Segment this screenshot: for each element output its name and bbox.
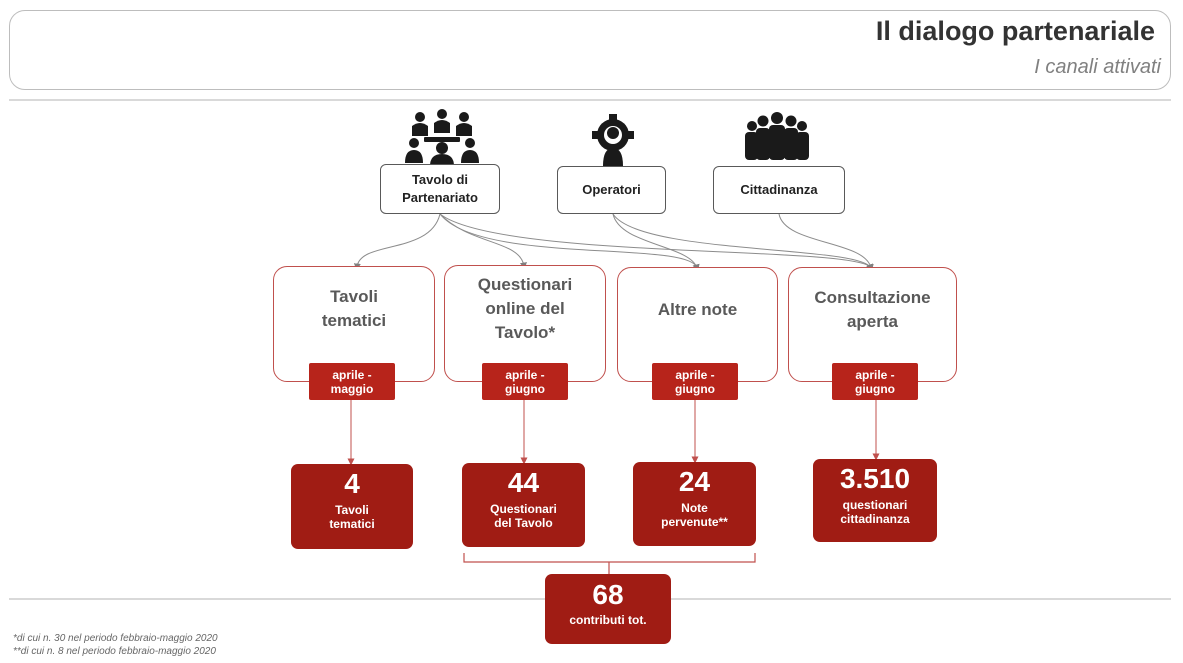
result-cittadinanza: 3.510 questionari cittadinanza (813, 459, 937, 542)
channel-altre-note: Altre note (617, 267, 778, 382)
header-divider (9, 99, 1171, 101)
result-tavoli: 4 Tavoli tematici (291, 464, 413, 549)
period-badge-consultazione: aprile - giugno (832, 363, 918, 400)
total-label: contributi tot. (569, 613, 647, 627)
result-questionari-label: Questionari del Tavolo (490, 502, 557, 530)
crowd-icon (745, 112, 809, 160)
period-badge-questionari: aprile - giugno (482, 363, 568, 400)
meeting-people-icon (405, 109, 479, 166)
total-bracket (463, 553, 756, 574)
connector-operatori-consultazione (612, 213, 873, 272)
period-tavoli-label: aprile - maggio (330, 367, 374, 396)
operator-gear-icon (592, 114, 634, 166)
channel-consultazione: Consultazione aperta (788, 267, 957, 382)
result-note-label: Note pervenute** (661, 501, 728, 529)
page-title: Il dialogo partenariale (875, 16, 1155, 46)
header-box (9, 10, 1171, 90)
result-cittadinanza-label: questionari cittadinanza (840, 498, 910, 526)
total-value: 68 (592, 579, 624, 610)
stakeholder-cittadinanza: Cittadinanza (713, 166, 845, 214)
page-subtitle: I canali attivati (1034, 56, 1161, 78)
connector-partenariato-consultazione (439, 213, 873, 272)
stakeholder-partenariato-label: Tavolo di Partenariato (402, 172, 478, 205)
channel-questionari-label: Questionari online del Tavolo* (477, 274, 573, 342)
connector-cittadinanza-consultazione (778, 213, 874, 272)
stakeholder-cittadinanza-label: Cittadinanza (740, 182, 818, 197)
period-questionari-label: aprile - giugno (505, 367, 545, 396)
stakeholder-partenariato: Tavolo di Partenariato (380, 164, 500, 214)
connector-partenariato-tavoli (353, 213, 441, 271)
stakeholder-operatori-label: Operatori (582, 182, 641, 197)
result-tavoli-label: Tavoli tematici (329, 503, 375, 531)
result-tavoli-value: 4 (344, 468, 360, 499)
period-badge-tavoli: aprile - maggio (309, 363, 395, 400)
result-note-value: 24 (678, 466, 711, 497)
channel-tavoli-tematici: Tavoli tematici (273, 266, 435, 382)
total-contributi: 68 contributi tot. (545, 574, 671, 644)
result-note: 24 Note pervenute** (633, 462, 756, 546)
footnotes: *di cui n. 30 nel periodo febbraio-maggi… (13, 632, 218, 658)
connector-operatori-altre (612, 213, 700, 272)
result-questionari-value: 44 (507, 467, 540, 498)
stakeholder-operatori: Operatori (557, 166, 666, 214)
channel-questionari: Questionari online del Tavolo* (444, 265, 606, 382)
period-consultazione-label: aprile - giugno (855, 367, 895, 396)
result-cittadinanza-value: 3.510 (839, 463, 911, 494)
result-questionari: 44 Questionari del Tavolo (462, 463, 585, 547)
footnote-1: *di cui n. 30 nel periodo febbraio-maggi… (13, 633, 218, 644)
period-altre-label: aprile - giugno (675, 367, 715, 396)
channel-consultazione-label: Consultazione aperta (814, 287, 931, 331)
period-badge-altre: aprile - giugno (652, 363, 738, 400)
channel-tavoli-label: Tavoli tematici (321, 287, 387, 330)
footnote-2: **di cui n. 8 nel periodo febbraio-maggi… (13, 646, 216, 657)
connector-partenariato-questionari (439, 213, 527, 270)
connector-partenariato-altre (439, 213, 700, 272)
channel-altre-label: Altre note (657, 299, 738, 319)
